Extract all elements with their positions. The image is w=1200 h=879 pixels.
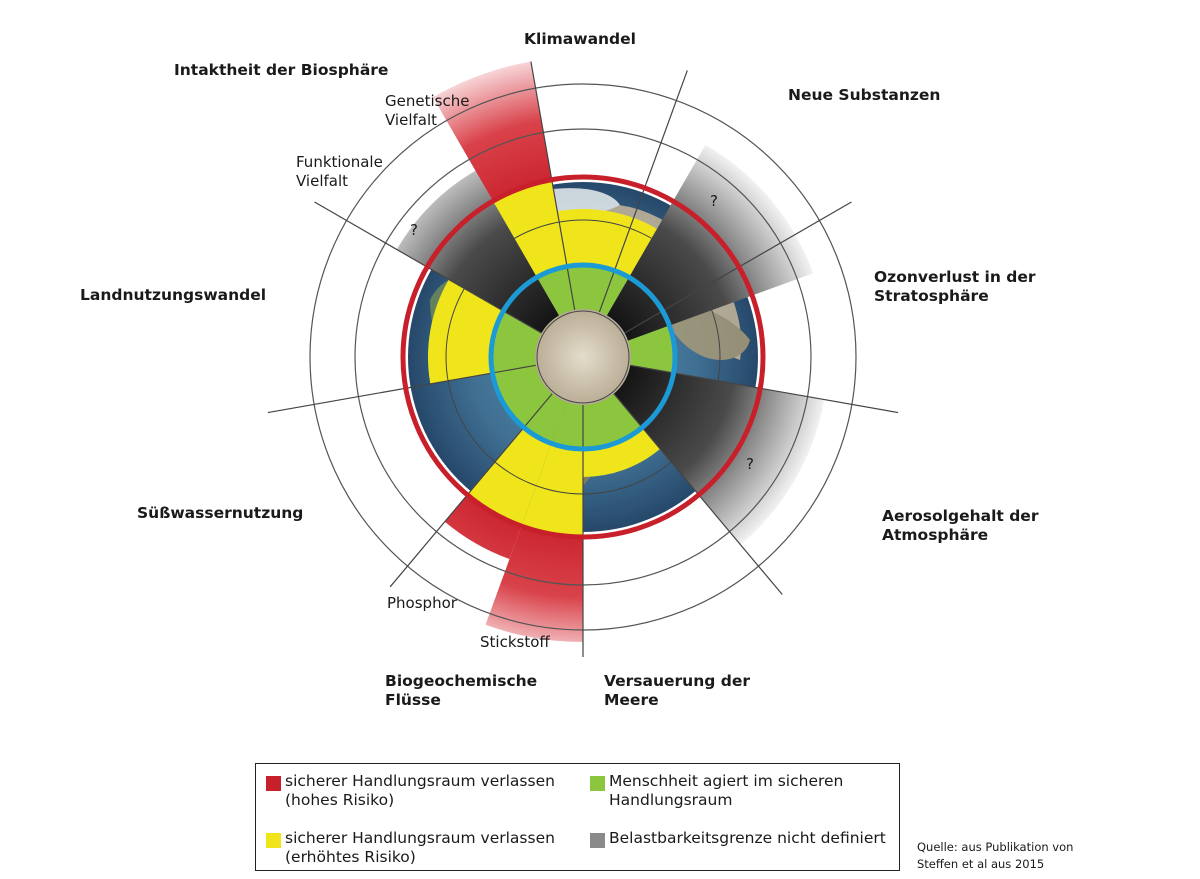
legend-text-increased-risk: sicherer Handlungsraum verlassen (erhöht… bbox=[285, 829, 555, 866]
sublabel-genetische-vielfalt: Genetische Vielfalt bbox=[385, 92, 474, 129]
legend-swatch-yellow bbox=[266, 833, 281, 848]
sublabel-stickstoff: Stickstoff bbox=[480, 633, 550, 651]
wedge-landnutzung-green bbox=[491, 311, 542, 373]
label-neue-substanzen: Neue Substanzen bbox=[788, 86, 940, 104]
legend-text-safe: Menschheit agiert im sicheren Handlungsr… bbox=[609, 772, 844, 809]
label-landnutzungswandel: Landnutzungswandel bbox=[80, 286, 266, 304]
sublabel-funktionale-vielfalt: Funktionale Vielfalt bbox=[296, 153, 388, 190]
legend-text-undefined: Belastbarkeitsgrenze nicht definiert bbox=[609, 829, 886, 847]
legend-swatch-red bbox=[266, 776, 281, 791]
wedge-genetische-red bbox=[433, 61, 552, 202]
label-biogeochemische-fluesse: Biogeochemische Flüsse bbox=[385, 672, 543, 709]
unknown-marker-neue-substanzen: ? bbox=[710, 192, 718, 210]
wedge-landnutzung-yellow bbox=[428, 279, 504, 384]
wedge-suesswasser-green bbox=[492, 365, 553, 428]
wedge-genetische-green bbox=[537, 266, 575, 316]
wedge-klimawandel-yellow bbox=[557, 209, 657, 278]
legend-swatch-grey bbox=[590, 833, 605, 848]
label-biosphaere: Intaktheit der Biosphäre bbox=[174, 61, 388, 79]
legend-box: sicherer Handlungsraum verlassen (hohes … bbox=[255, 763, 900, 871]
earth-center-land bbox=[535, 309, 631, 405]
legend-item-undefined: Belastbarkeitsgrenze nicht definiert bbox=[590, 829, 886, 848]
risk-boundary-ring bbox=[400, 174, 766, 540]
wedge-stickstoff-green bbox=[551, 402, 583, 450]
label-aerosolgehalt: Aerosolgehalt der Atmosphäre bbox=[882, 507, 1044, 544]
legend-item-safe: Menschheit agiert im sicheren Handlungsr… bbox=[590, 772, 843, 810]
wedge-phosphor-yellow bbox=[467, 427, 552, 527]
sublabel-phosphor: Phosphor bbox=[387, 594, 458, 612]
wedge-aerosol-grey bbox=[613, 365, 825, 545]
unknown-marker-funktionale-vielfalt: ? bbox=[410, 221, 418, 239]
wedge-klimawandel-green bbox=[567, 265, 629, 316]
label-versauerung: Versauerung der Meere bbox=[604, 672, 755, 709]
legend-item-high-risk: sicherer Handlungsraum verlassen (hohes … bbox=[266, 772, 555, 810]
unknown-marker-aerosol: ? bbox=[746, 455, 754, 473]
label-klimawandel: Klimawandel bbox=[524, 30, 636, 48]
wedge-genetische-yellow bbox=[493, 179, 568, 278]
wedge-phosphor-red bbox=[444, 494, 522, 560]
boundary-wedges bbox=[396, 61, 825, 642]
wedge-stickstoff-red bbox=[485, 526, 583, 642]
wedge-neue-substanzen-grey bbox=[607, 144, 814, 341]
wedge-versauerung-yellow bbox=[583, 427, 661, 477]
label-ozonverlust: Ozonverlust in der Stratosphäre bbox=[874, 268, 1041, 305]
source-note: Quelle: aus Publikation von Steffen et a… bbox=[917, 840, 1074, 871]
legend-item-increased-risk: sicherer Handlungsraum verlassen (erhöht… bbox=[266, 829, 555, 867]
wedge-ozon-green bbox=[628, 325, 676, 373]
legend-swatch-green bbox=[590, 776, 605, 791]
safe-boundary-ring bbox=[488, 262, 678, 452]
label-suesswassernutzung: Süßwassernutzung bbox=[137, 504, 303, 522]
wedge-phosphor-green bbox=[523, 393, 567, 444]
ring-1 bbox=[536, 310, 630, 404]
legend-text-high-risk: sicherer Handlungsraum verlassen (hohes … bbox=[285, 772, 555, 809]
